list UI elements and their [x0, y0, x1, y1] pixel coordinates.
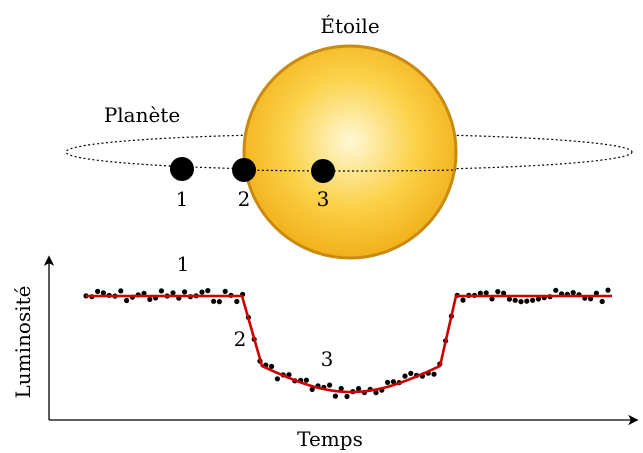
data-point [118, 288, 124, 294]
data-point [501, 290, 507, 296]
curve-annotation-1: 1 [177, 252, 190, 276]
data-point [95, 288, 101, 294]
data-point [182, 289, 188, 295]
data-point [524, 298, 530, 304]
orbit-front [243, 169, 457, 172]
position-label-3: 3 [317, 187, 330, 211]
data-point [216, 299, 222, 305]
data-point [599, 298, 605, 305]
data-point [147, 296, 153, 302]
data-point [408, 370, 414, 376]
data-point [605, 287, 611, 293]
planet-position-1 [170, 157, 194, 181]
data-point [489, 296, 495, 302]
planet-position-3 [311, 159, 335, 183]
star [242, 44, 458, 260]
data-point [390, 379, 396, 385]
data-point [309, 386, 315, 392]
position-label-2: 2 [238, 187, 251, 211]
data-point [518, 299, 524, 305]
data-point [512, 297, 518, 303]
data-point [506, 296, 512, 302]
data-point [124, 297, 130, 304]
data-point [402, 373, 408, 379]
data-point [234, 298, 240, 305]
data-point [593, 290, 600, 296]
data-point [332, 393, 338, 399]
curve-annotation-3: 3 [321, 347, 334, 371]
data-point [553, 287, 559, 293]
data-point [495, 289, 501, 295]
data-point [344, 393, 350, 400]
data-point [431, 371, 437, 377]
data-point [483, 290, 489, 296]
planet-position-2 [232, 158, 256, 182]
data-point [460, 297, 466, 303]
data-point [356, 386, 362, 392]
data-point [535, 296, 542, 302]
data-point [269, 363, 275, 369]
planet-label: Planète [104, 103, 180, 127]
y-axis-label: Luminosité [11, 286, 35, 399]
data-point [477, 290, 483, 296]
position-label-1: 1 [176, 187, 189, 211]
data-points [83, 287, 611, 400]
data-point [170, 290, 176, 296]
data-point [588, 296, 594, 302]
data-point [100, 290, 106, 296]
data-point [158, 288, 164, 294]
data-point [530, 297, 536, 303]
data-point [327, 382, 333, 388]
data-point [274, 376, 280, 382]
star-label: Étoile [320, 14, 379, 38]
data-point [222, 288, 228, 294]
light-curve-fit [86, 294, 612, 394]
data-point [303, 377, 309, 383]
data-point [205, 288, 211, 294]
data-point [211, 298, 217, 304]
curve-annotation-2: 2 [234, 327, 247, 351]
x-axis-label: Temps [297, 427, 363, 451]
data-point [570, 290, 576, 296]
data-point [385, 379, 391, 385]
data-point [338, 385, 344, 392]
data-point [199, 289, 205, 295]
data-point [373, 390, 379, 396]
